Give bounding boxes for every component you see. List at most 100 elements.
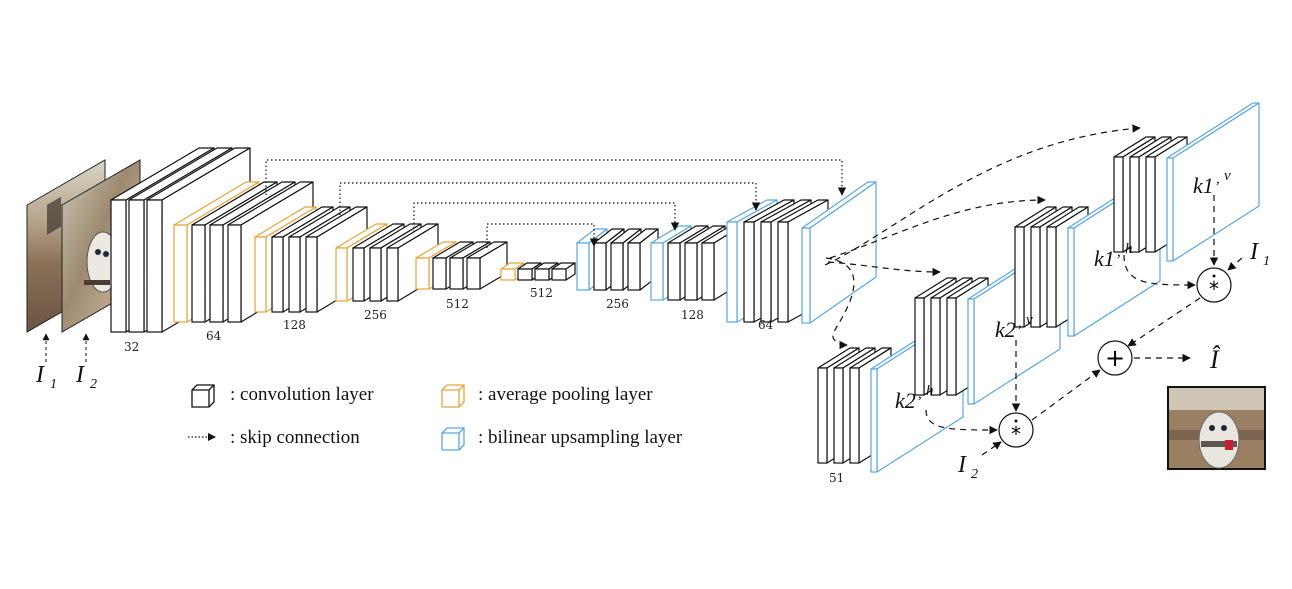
input-1-symbol: I: [35, 362, 45, 388]
bilinear-upsampling-cube-icon: [441, 427, 465, 451]
legend-item-skip-connection: : skip connection: [188, 427, 360, 448]
sum-operator: +: [1097, 340, 1133, 376]
flow-to-k1h: [829, 195, 1046, 259]
kernel-k2v-base: k2: [995, 317, 1016, 342]
dec-block-2-layer-1-front: [650, 242, 664, 301]
legend-label-average-pooling: : average pooling layer: [478, 384, 653, 405]
average-pooling-cube-icon: [441, 384, 465, 408]
dec-block-2-layer-4-front: [701, 242, 715, 301]
kernel-k2v-sup: v: [1026, 312, 1033, 328]
kernel-label-k2h: k2 , h: [895, 383, 934, 413]
dec-block-1-layer-2-front: [593, 242, 607, 291]
subnet-k2v-layer-1-front: [914, 297, 925, 396]
kernel-k1v-comma: ,: [1216, 171, 1220, 187]
kernel-k1v-base: k1: [1193, 173, 1214, 198]
local-conv-symbol-2: *: [1011, 422, 1021, 446]
channels-label-enc-2: 64: [206, 329, 222, 343]
enc-block-5-layer-2-front: [432, 257, 447, 290]
flow-i2-to-op2: [981, 441, 1002, 456]
dec-final-upsample: [801, 181, 877, 324]
side-input-2-symbol: I: [957, 452, 967, 478]
kernel-k1h-sup: h: [1125, 241, 1133, 257]
output-image: [1167, 386, 1266, 470]
input-2-subscript: 2: [90, 377, 97, 392]
channels-label-subnet: 51: [829, 471, 844, 485]
enc-block-2-layer-2-front: [191, 224, 206, 323]
enc-block-4-layer-3-front: [369, 247, 382, 302]
output-label: Î: [1209, 345, 1221, 374]
enc-block-5-layer-4-front: [466, 257, 481, 290]
subnet-k1v-kernel-map-front: [1166, 157, 1174, 262]
subnet-k2v-kernel-map-front: [967, 298, 975, 405]
input-1-subscript: 1: [50, 377, 57, 392]
kernel-k1h-base: k1: [1094, 246, 1115, 271]
enc-block-3-layer-1-front: [254, 236, 267, 313]
side-input-2-subscript: 2: [971, 467, 978, 482]
kernel-label-k1h: k1 , h: [1094, 241, 1133, 271]
enc-block-6-layer-4-front: [551, 268, 567, 281]
skip-connection-1: [265, 159, 847, 196]
flow-op2-to-sum: [1031, 369, 1101, 421]
subnet-k2v-layer-2-front: [930, 297, 941, 396]
input-label-1: I 1: [35, 333, 57, 392]
kernel-label-k1v: k1 , v: [1193, 168, 1231, 198]
kernel-label-k2v: k2 , v: [995, 312, 1033, 342]
subnet-k1h-layer-2-front: [1030, 226, 1041, 328]
enc-block-1-layer-1-front: [110, 199, 127, 333]
legend-item-bilinear-upsampling: : bilinear upsampling layer: [441, 427, 683, 451]
channels-label-enc-6: 512: [530, 286, 553, 300]
subnet-k1h-layer-3-front: [1046, 226, 1057, 328]
kernel-k2v-comma: ,: [1018, 315, 1022, 331]
channels-label-enc-1: 32: [124, 340, 139, 354]
channels-label-dec-2: 128: [681, 308, 704, 322]
dec-block-2-layer-2-front: [667, 242, 681, 301]
enc-block-1-layer-3-front: [146, 199, 163, 333]
subnet-k2h-kernel-map-front: [870, 368, 878, 473]
side-input-1-subscript: 1: [1263, 254, 1270, 269]
legend-item-average-pooling: : average pooling layer: [441, 384, 653, 408]
enc-block-3-layer-4-front: [305, 236, 318, 313]
enc-block-4-layer-1-front: [335, 247, 348, 302]
enc-block-6-layer-2-front: [517, 268, 533, 281]
subnet-k2h-layer-2-front: [833, 367, 844, 464]
convolution-cube-icon: [191, 384, 215, 408]
flow-i1-to-op1: [1227, 257, 1243, 271]
subnet-k2v-layer-3-front: [946, 297, 957, 396]
channels-label-dec-3: 64: [758, 318, 774, 332]
enc-block-2-layer-1-front: [173, 224, 188, 323]
skip-connection-2: [339, 182, 761, 215]
kernel-k2h-base: k2: [895, 388, 916, 413]
subnet-k1v-layer-3-front: [1145, 156, 1156, 253]
dec-block-3-layer-1-front: [726, 221, 738, 323]
dec-block-3-layer-2-front: [743, 221, 755, 323]
skip-connection-3: [413, 202, 680, 232]
channels-label-enc-5: 512: [446, 297, 469, 311]
kernel-k1v-sup: v: [1224, 168, 1231, 184]
enc-block-6-layer-3-front: [534, 268, 550, 281]
kernel-k1h-comma: ,: [1117, 244, 1121, 260]
flow-k1h-to-op1: [1123, 254, 1196, 290]
skip-connection-4: [486, 223, 599, 248]
enc-block-2-layer-4-front: [227, 224, 242, 323]
enc-block-3-layer-2-front: [271, 236, 284, 313]
input-label-2: I 2: [75, 333, 97, 392]
side-input-1-symbol: I: [1249, 239, 1259, 265]
legend: : convolution layer : average pooling la…: [188, 384, 683, 451]
subnet-k1v-layer-2-front: [1129, 156, 1140, 253]
subnet-k1v-kernel-map: [1166, 102, 1260, 262]
enc-block-2-layer-3-front: [209, 224, 224, 323]
dec-block-3-layer-4-front: [777, 221, 789, 323]
flow-op1-to-sum: [1127, 297, 1201, 347]
flow-k2h-to-op2: [925, 409, 998, 435]
dec-block-3-layer-3-front: [760, 221, 772, 323]
input-2-symbol: I: [75, 362, 85, 388]
side-input-2: I 2: [957, 452, 978, 482]
enc-block-4-layer-2-front: [352, 247, 365, 302]
enc-block-3-layer-3-front: [288, 236, 301, 313]
enc-block-5-layer-3-front: [449, 257, 464, 290]
sum-symbol: +: [1105, 344, 1125, 372]
local-conv-operator-1: *: [1196, 267, 1232, 303]
enc-block-6-layer-4: [551, 262, 576, 281]
local-conv-operator-2: *: [998, 412, 1034, 448]
